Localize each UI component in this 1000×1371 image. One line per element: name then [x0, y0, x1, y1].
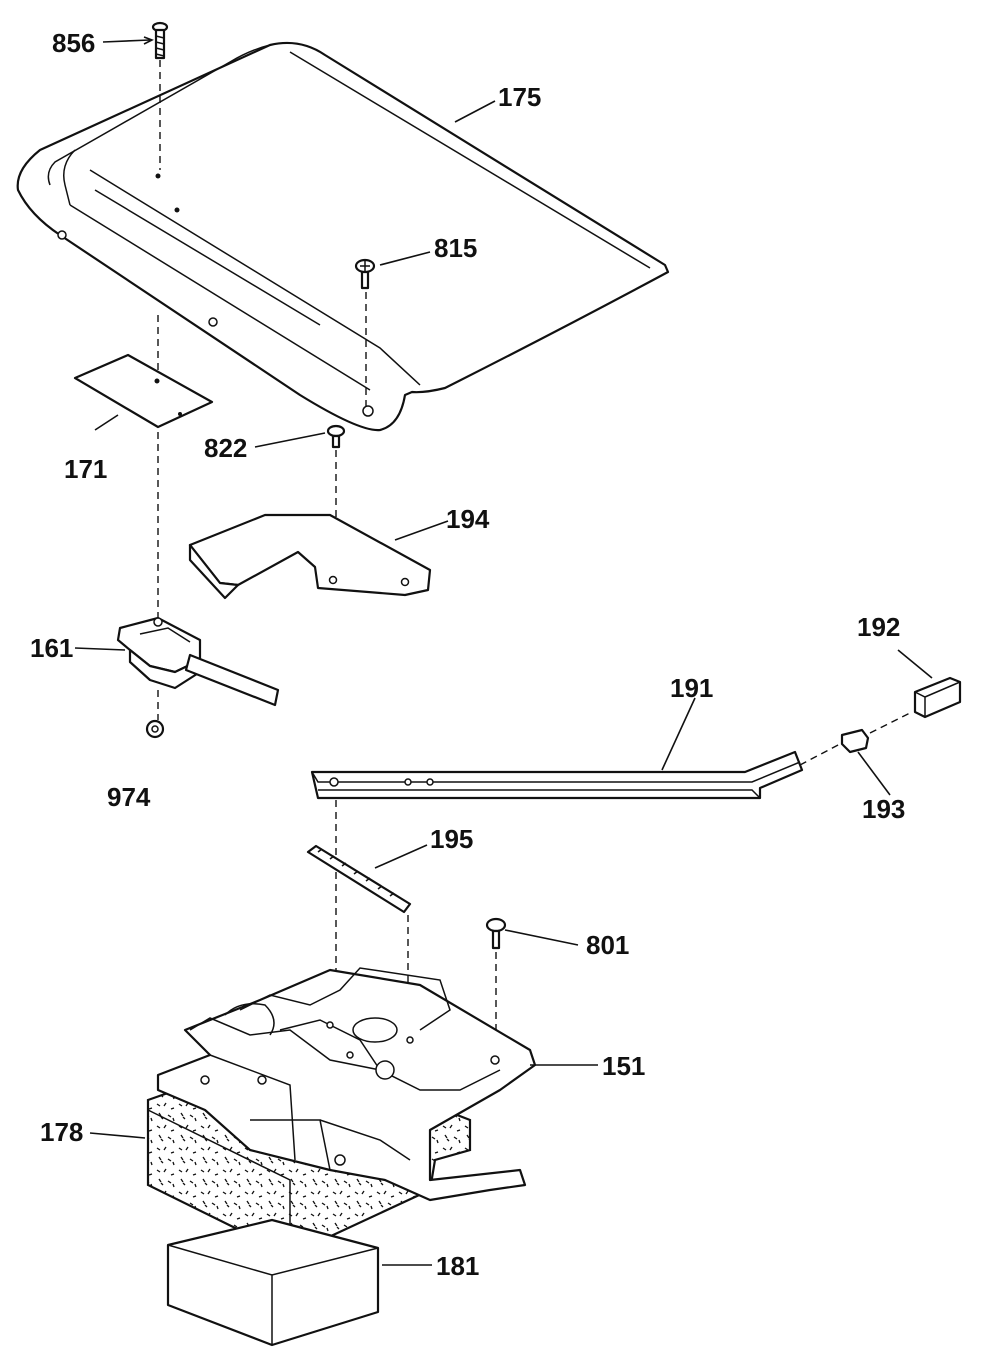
- label-171: 171: [64, 454, 107, 484]
- screw-801: [485, 917, 507, 950]
- cap-192: [913, 676, 962, 719]
- nut-974: [145, 719, 165, 739]
- leader-lines: [74, 36, 933, 1266]
- label-801: 801: [586, 930, 629, 960]
- label-191: 191: [670, 673, 713, 703]
- label-194: 194: [446, 504, 490, 534]
- label-815: 815: [434, 233, 477, 263]
- label-195: 195: [430, 824, 473, 854]
- screw-815: [354, 258, 376, 290]
- plate-171: [73, 353, 214, 429]
- label-856: 856: [52, 28, 95, 58]
- bar-191: [310, 750, 804, 800]
- label-974: 974: [107, 782, 151, 812]
- mechanism-151: [156, 967, 537, 1202]
- label-178: 178: [40, 1117, 83, 1147]
- spring-195: [306, 844, 412, 914]
- label-175: 175: [498, 82, 541, 112]
- screw-856: [151, 21, 169, 60]
- label-822: 822: [204, 433, 247, 463]
- label-151: 151: [602, 1051, 645, 1081]
- switch-161: [116, 616, 280, 707]
- label-192: 192: [857, 612, 900, 642]
- label-161: 161: [30, 633, 73, 663]
- bracket-194: [188, 513, 432, 600]
- screw-822: [326, 424, 346, 449]
- block-181: [166, 1218, 380, 1347]
- cover-panel-175: [16, 41, 670, 432]
- label-193: 193: [862, 794, 905, 824]
- label-181: 181: [436, 1251, 479, 1281]
- clip-193: [840, 728, 870, 754]
